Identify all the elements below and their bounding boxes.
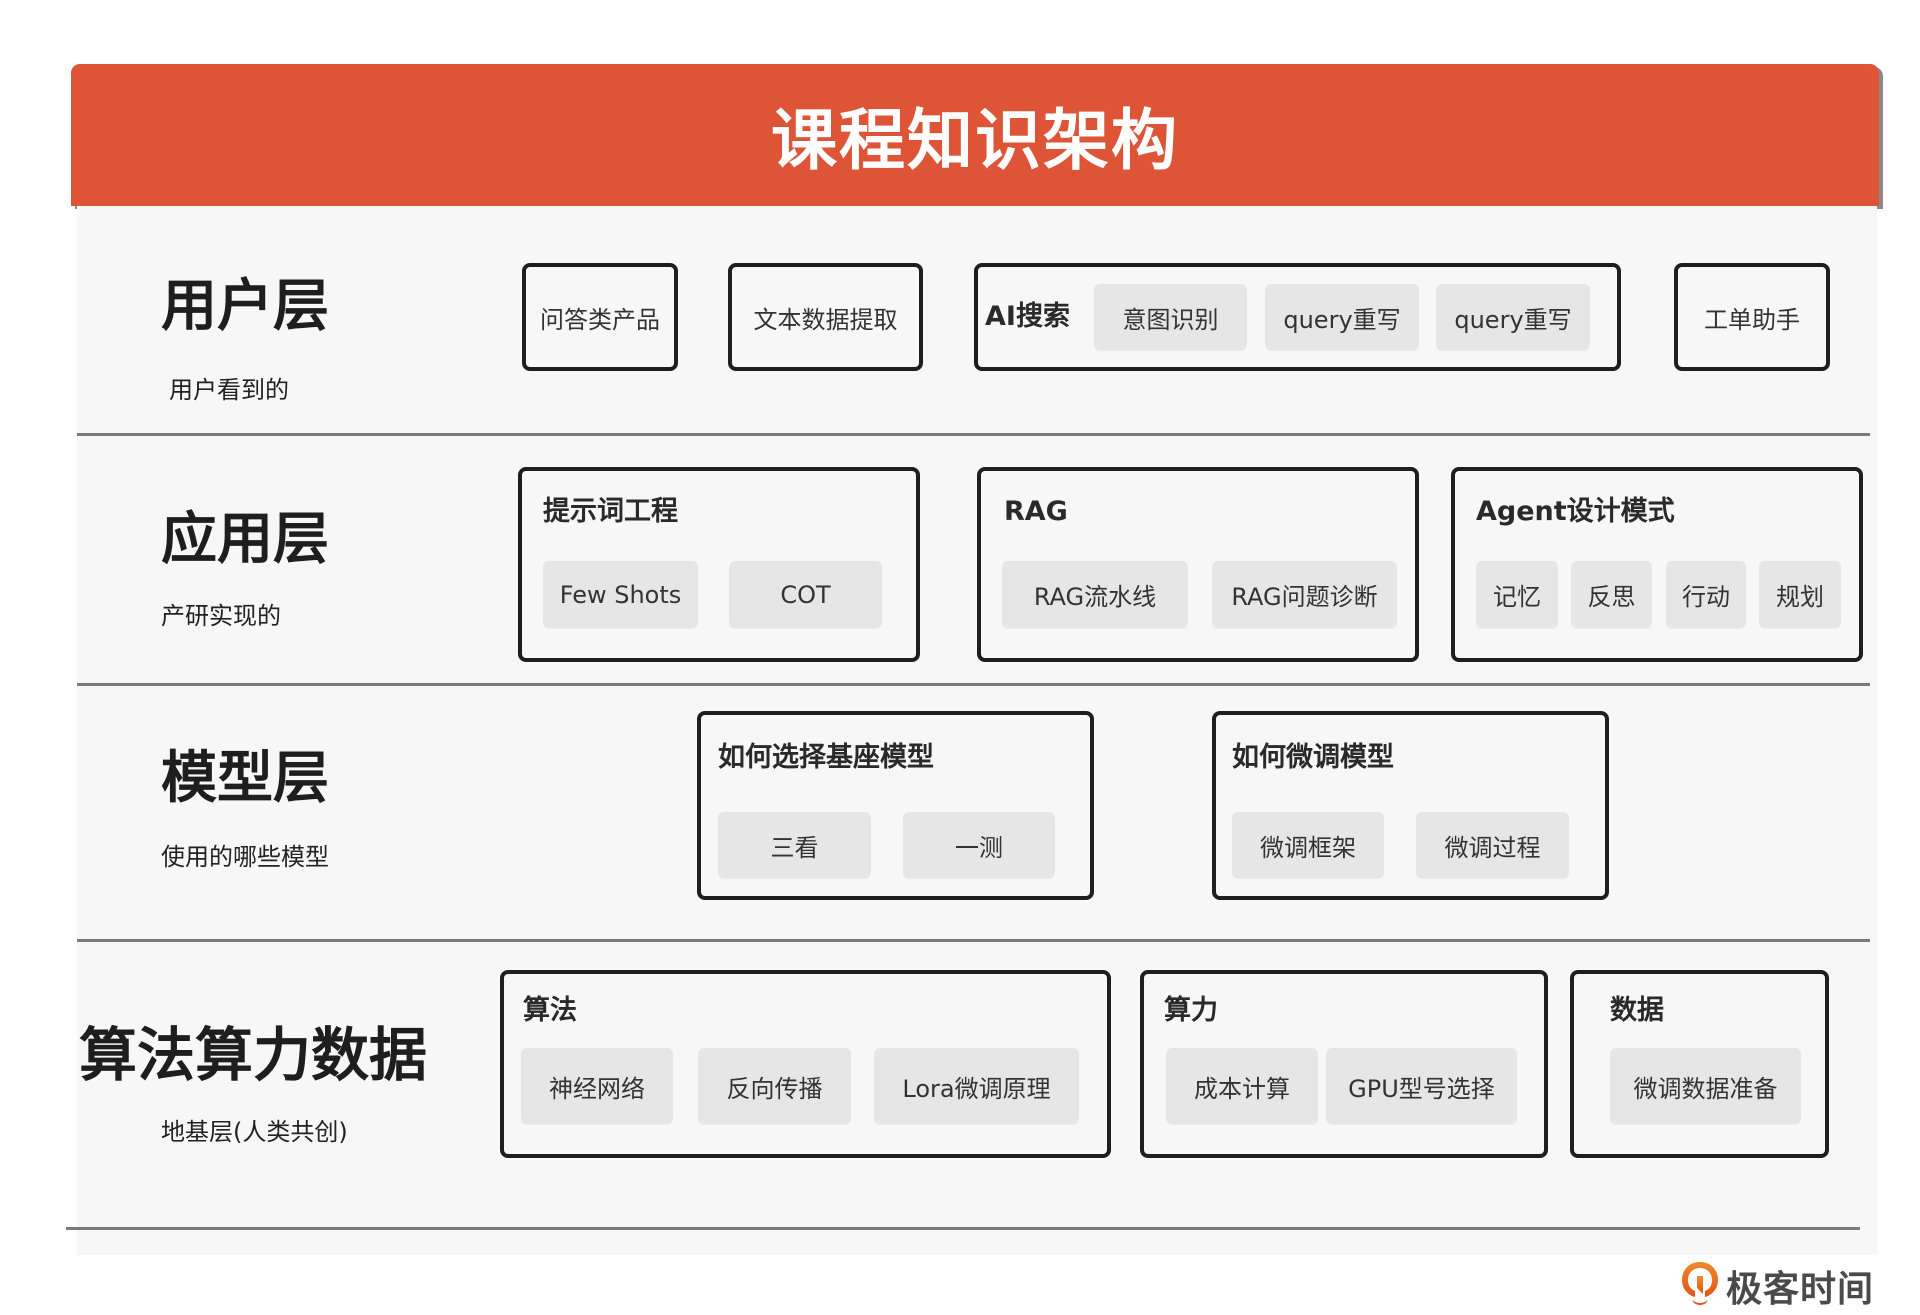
item-label: 文本数据提取 <box>753 305 898 334</box>
chip-memory[interactable]: 记忆 <box>1476 561 1558 628</box>
chip-fine-tune-process[interactable]: 微调过程 <box>1416 812 1569 878</box>
layer-title-application: 应用层 <box>161 507 329 572</box>
layer-divider <box>77 939 1870 942</box>
chip-backpropagation[interactable]: 反向传播 <box>698 1048 851 1124</box>
item-label: 问答类产品 <box>540 305 660 334</box>
chip-gpu-selection[interactable]: GPU型号选择 <box>1326 1048 1517 1124</box>
group-title: 如何选择基座模型 <box>718 742 934 773</box>
layer-title-foundation: 算法算力数据 <box>79 1021 428 1089</box>
chip-one-test[interactable]: 一测 <box>903 812 1055 878</box>
chip-reflection[interactable]: 反思 <box>1571 561 1652 628</box>
chip-cost-calculation[interactable]: 成本计算 <box>1166 1048 1318 1124</box>
chip-cot[interactable]: COT <box>729 561 882 628</box>
chip-intent-recognition[interactable]: 意图识别 <box>1094 284 1247 350</box>
group-title: 如何微调模型 <box>1232 742 1394 773</box>
layer-divider <box>77 683 1870 686</box>
chip-planning[interactable]: 规划 <box>1759 561 1841 628</box>
layer-divider <box>77 433 1870 436</box>
group-title: RAG <box>1004 496 1068 527</box>
chip-fine-tune-data-prep[interactable]: 微调数据准备 <box>1610 1048 1801 1124</box>
user-item-ticket-assistant[interactable]: 工单助手 <box>1674 263 1830 371</box>
group-title: 算法 <box>523 995 577 1026</box>
chip-action[interactable]: 行动 <box>1666 561 1746 628</box>
chip-query-rewrite[interactable]: query重写 <box>1265 284 1419 350</box>
chip-rag-pipeline[interactable]: RAG流水线 <box>1002 561 1188 628</box>
chip-rag-diagnosis[interactable]: RAG问题诊断 <box>1212 561 1397 628</box>
chip-fine-tune-framework[interactable]: 微调框架 <box>1232 812 1384 878</box>
page-title: 课程知识架构 <box>771 102 1179 179</box>
item-label: 工单助手 <box>1704 305 1800 334</box>
group-title: 数据 <box>1610 995 1664 1026</box>
layer-title-model: 模型层 <box>161 746 329 811</box>
layer-title-user: 用户层 <box>161 274 329 339</box>
layer-subtitle-user: 用户看到的 <box>169 376 289 404</box>
layer-subtitle-application: 产研实现的 <box>161 602 281 630</box>
chip-neural-network[interactable]: 神经网络 <box>521 1048 673 1124</box>
layer-subtitle-model: 使用的哪些模型 <box>161 843 329 871</box>
layer-divider <box>66 1227 1860 1230</box>
chip-query-rewrite[interactable]: query重写 <box>1436 284 1590 350</box>
chip-lora-principle[interactable]: Lora微调原理 <box>874 1048 1079 1124</box>
group-title: Agent设计模式 <box>1476 496 1675 527</box>
chip-few-shots[interactable]: Few Shots <box>543 561 698 628</box>
layer-subtitle-foundation: 地基层(人类共创) <box>161 1118 348 1146</box>
logo-text: 极客时间 <box>1726 1269 1875 1310</box>
group-title: 算力 <box>1164 995 1218 1026</box>
geektime-logo-icon <box>1680 1260 1720 1312</box>
geektime-logo: 极客时间 <box>1680 1260 1874 1312</box>
ai-search-label: AI搜索 <box>985 301 1070 332</box>
user-item-qa-product[interactable]: 问答类产品 <box>522 263 678 371</box>
group-title: 提示词工程 <box>543 496 678 527</box>
title-banner: 课程知识架构 <box>71 64 1879 206</box>
chip-three-looks[interactable]: 三看 <box>718 812 871 878</box>
user-item-text-extraction[interactable]: 文本数据提取 <box>728 263 923 371</box>
